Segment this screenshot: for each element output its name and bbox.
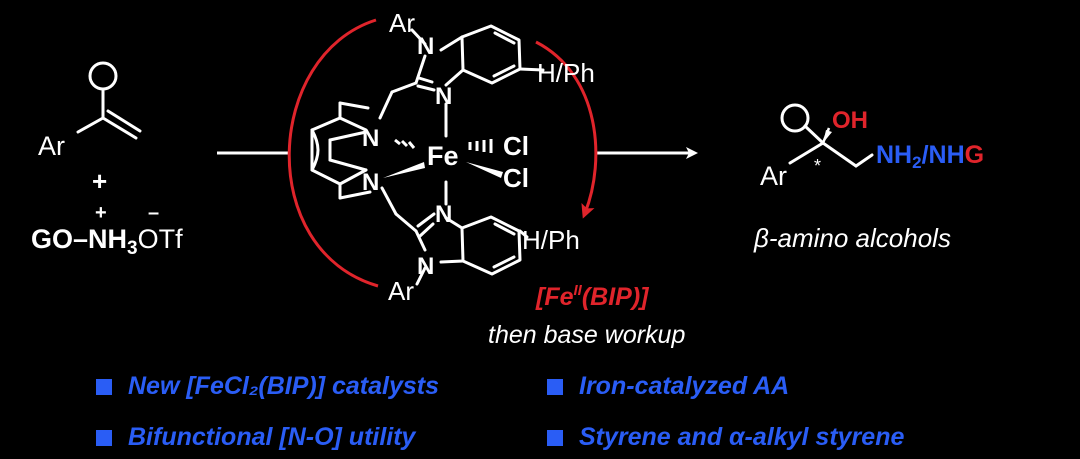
highlight-item: Styrene and α-alkyl styrene xyxy=(547,423,904,452)
highlight-text: Bifunctional [N-O] utility xyxy=(128,423,416,451)
atom-n-top-1: N xyxy=(417,33,434,60)
catalyst-structure xyxy=(310,24,545,286)
n-fe-wedge xyxy=(383,162,425,178)
plus-sign: + xyxy=(92,166,107,196)
oh-hash xyxy=(821,127,831,144)
reagent-charge-minus: – xyxy=(148,202,159,224)
atom-cl-2: Cl xyxy=(503,163,529,193)
atom-n-top-2: N xyxy=(435,83,452,110)
atom-n-left-2: N xyxy=(362,169,379,196)
amine-sub: 2 xyxy=(912,153,921,172)
catalyst-ar-top: Ar xyxy=(389,8,415,38)
product-substituent-ring xyxy=(780,103,810,133)
atom-n-bottom-1: N xyxy=(435,201,452,228)
product-amine: NH2/NHG xyxy=(876,141,984,172)
highlight-text: Iron-catalyzed AA xyxy=(579,372,790,400)
fe-cl-wedge xyxy=(466,162,503,178)
product-oh-label: OH xyxy=(832,107,868,134)
styrene-structure xyxy=(76,61,142,140)
bullet-square-icon xyxy=(96,429,112,446)
aminating-reagent: GO–NH3OTf xyxy=(31,224,183,259)
highlight-text: Styrene and α-alkyl styrene xyxy=(579,423,905,451)
reaction-scheme: Ar + + – GO–NH3OTf xyxy=(31,8,984,349)
amine-g: G xyxy=(965,141,984,169)
fe-bonds xyxy=(394,138,493,153)
catalyst-name: [FeII(BIP)] xyxy=(535,282,650,311)
atom-n-left-1: N xyxy=(362,125,379,152)
amine-mid: /NH xyxy=(922,141,965,169)
catalyst-name-prefix: [Fe xyxy=(535,283,574,311)
bullet-square-icon xyxy=(547,378,563,395)
catalytic-cycle-arc-left xyxy=(287,18,379,288)
product-aryl-label: Ar xyxy=(760,161,787,191)
highlight-item: Iron-catalyzed AA xyxy=(547,372,789,401)
amine-prefix: NH xyxy=(876,141,912,169)
reagent-sub: 3 xyxy=(127,238,138,259)
atom-fe: Fe xyxy=(427,141,459,171)
highlights: New [FeCl₂(BIP)] catalysts Iron-catalyze… xyxy=(0,360,1080,459)
reactant-aryl-label: Ar xyxy=(38,131,65,161)
atom-cl-1: Cl xyxy=(503,131,529,161)
reagent-suffix: OTf xyxy=(138,224,183,254)
stereocenter-mark: * xyxy=(814,156,821,176)
reagent-charge-plus: + xyxy=(95,202,107,224)
catalyst-name-suffix: (BIP)] xyxy=(582,283,650,311)
highlight-item: Bifunctional [N-O] utility xyxy=(96,423,415,452)
workup-text: then base workup xyxy=(488,321,685,349)
catalyst-hph-bottom: H/Ph xyxy=(522,225,580,255)
bullet-square-icon xyxy=(96,378,112,395)
catalyst-oxidation-state: II xyxy=(574,282,583,299)
catalyst-hph-top: H/Ph xyxy=(537,58,595,88)
atom-n-bottom-2: N xyxy=(417,253,434,280)
catalyst-ar-bottom: Ar xyxy=(388,276,414,306)
product-caption: β-amino alcohols xyxy=(753,223,951,253)
substituent-ring xyxy=(88,61,118,91)
reagent-prefix: GO–NH xyxy=(31,224,127,254)
highlight-text: New [FeCl₂(BIP)] catalysts xyxy=(128,372,439,400)
product-structure xyxy=(780,103,874,168)
catalytic-cycle-arc-right xyxy=(535,40,598,219)
highlight-item: New [FeCl₂(BIP)] catalysts xyxy=(96,372,439,401)
bullet-square-icon xyxy=(547,429,563,446)
